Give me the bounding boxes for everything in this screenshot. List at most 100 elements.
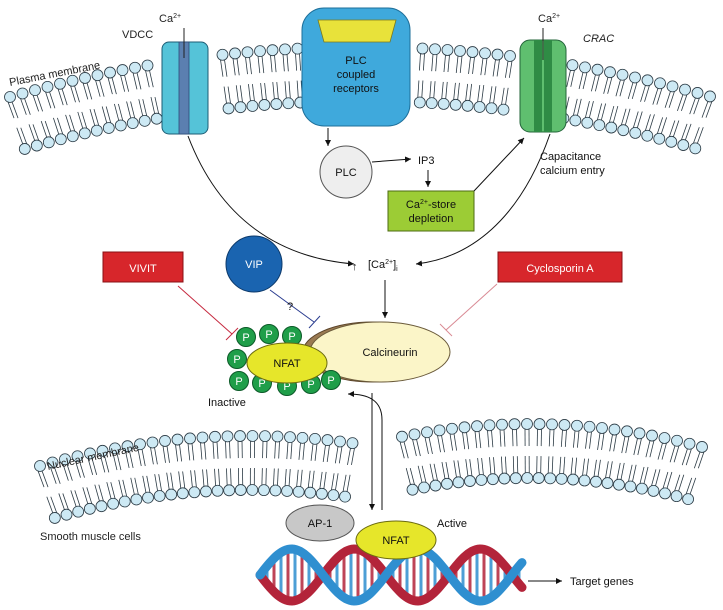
capacitance-label-2: calcium entry xyxy=(540,165,605,177)
lipid-tail xyxy=(326,445,330,463)
lipid-pair xyxy=(496,418,511,485)
ap1-protein xyxy=(285,504,355,542)
lipid-tail xyxy=(578,72,584,90)
nfat-active-label: NFAT xyxy=(382,535,410,547)
lipid-tail xyxy=(678,474,685,492)
lipid-tail xyxy=(590,74,596,92)
lipid-head xyxy=(246,484,259,496)
lipid-head xyxy=(71,450,84,463)
lipid-tail xyxy=(226,468,228,486)
lipid-tail xyxy=(477,85,481,103)
store-depletion-label-1: Ca2+-store xyxy=(406,199,456,211)
vip-question-mark: ? xyxy=(287,301,293,313)
phosphate-circle xyxy=(227,349,247,369)
lipid-tail xyxy=(182,471,186,489)
lipid-pair xyxy=(29,84,55,149)
arrow-store-to-crac xyxy=(473,137,525,192)
lipid-head xyxy=(532,472,545,484)
lipid-tail xyxy=(455,55,459,73)
lipid-head xyxy=(91,69,104,82)
lipid-tail xyxy=(516,456,519,474)
lipid-head xyxy=(608,423,621,436)
lipid-pair xyxy=(209,430,224,497)
lipid-head xyxy=(449,98,462,111)
lipid-tail xyxy=(126,101,132,119)
lipid-tail xyxy=(421,465,427,483)
lipid-tail xyxy=(101,106,108,124)
lipid-head xyxy=(641,129,654,142)
plc-enzyme xyxy=(319,145,373,199)
lipid-pair xyxy=(254,45,271,111)
lipid-head xyxy=(138,114,151,127)
lipid-head xyxy=(281,485,293,497)
lipid-pair xyxy=(129,61,151,127)
lipid-tail xyxy=(563,456,566,474)
lipid-head xyxy=(571,419,583,432)
lipid-tail xyxy=(223,86,227,104)
calcium-up-arrow: ↑ xyxy=(352,261,358,273)
lipid-tail xyxy=(453,433,458,451)
phosphate-label: P xyxy=(288,331,295,343)
lipid-pair xyxy=(71,450,96,515)
phosphate: P xyxy=(259,324,279,344)
lipid-tail xyxy=(652,88,659,105)
lipid-tail xyxy=(142,475,147,493)
lipid-tail xyxy=(32,94,40,112)
lipid-tail xyxy=(656,88,663,105)
active-label: Active xyxy=(437,518,467,530)
lipid-head xyxy=(654,77,666,90)
lipid-head xyxy=(54,77,66,90)
lipid-tail xyxy=(480,58,484,76)
lipid-head xyxy=(66,130,79,143)
lipid-head xyxy=(629,127,642,139)
lipid-tail xyxy=(91,458,98,476)
lipid-tail xyxy=(429,463,434,481)
lipid-head xyxy=(259,430,271,443)
lipid-tail xyxy=(616,462,621,480)
lipid-head xyxy=(454,45,466,57)
lipid-pair xyxy=(497,50,516,116)
lipid-pair xyxy=(578,420,596,487)
lipid-tail xyxy=(466,432,470,450)
lipid-head xyxy=(601,477,614,489)
lipid-pair xyxy=(159,435,178,501)
receptor-label-1: PLC xyxy=(345,55,366,67)
phosphate-label: P xyxy=(327,375,334,387)
lipid-tail xyxy=(245,57,248,75)
lipid-head xyxy=(679,83,691,96)
lipid-head xyxy=(339,490,351,503)
lipid-head xyxy=(216,48,229,61)
lipid-tail xyxy=(605,461,609,479)
lipid-tail xyxy=(32,124,40,141)
lipid-tail xyxy=(457,82,460,100)
lipid-head xyxy=(176,487,189,500)
lipid-pair xyxy=(437,44,454,110)
lipid-tail xyxy=(295,53,298,71)
lipid-tail xyxy=(548,429,551,447)
lipid-tail xyxy=(50,496,58,514)
lipid-tail xyxy=(469,83,473,101)
lipid-tail xyxy=(656,117,664,135)
lipid-pair xyxy=(689,90,716,155)
lipid-head xyxy=(636,482,648,495)
lipid-tail xyxy=(668,120,676,138)
lipid-pair xyxy=(421,426,442,492)
lipid-pair xyxy=(257,430,271,497)
lipid-tail xyxy=(597,459,601,477)
lipid-tail xyxy=(79,460,85,478)
lipid-tail xyxy=(655,469,661,487)
lipid-head xyxy=(78,127,91,140)
signaling-arrows xyxy=(187,128,562,584)
lipid-head xyxy=(396,430,408,443)
lipid-tail xyxy=(40,120,48,138)
lipid-tail xyxy=(552,429,555,447)
lipid-tail xyxy=(124,74,130,92)
lipid-head xyxy=(279,43,291,56)
lipid-tail xyxy=(302,442,305,460)
lipid-tail xyxy=(264,82,267,101)
lipid-tail xyxy=(300,469,303,487)
lipid-tail xyxy=(334,446,339,464)
lipid-pair xyxy=(54,77,79,143)
phosphate: P xyxy=(227,349,247,369)
lipid-tail xyxy=(166,445,170,463)
